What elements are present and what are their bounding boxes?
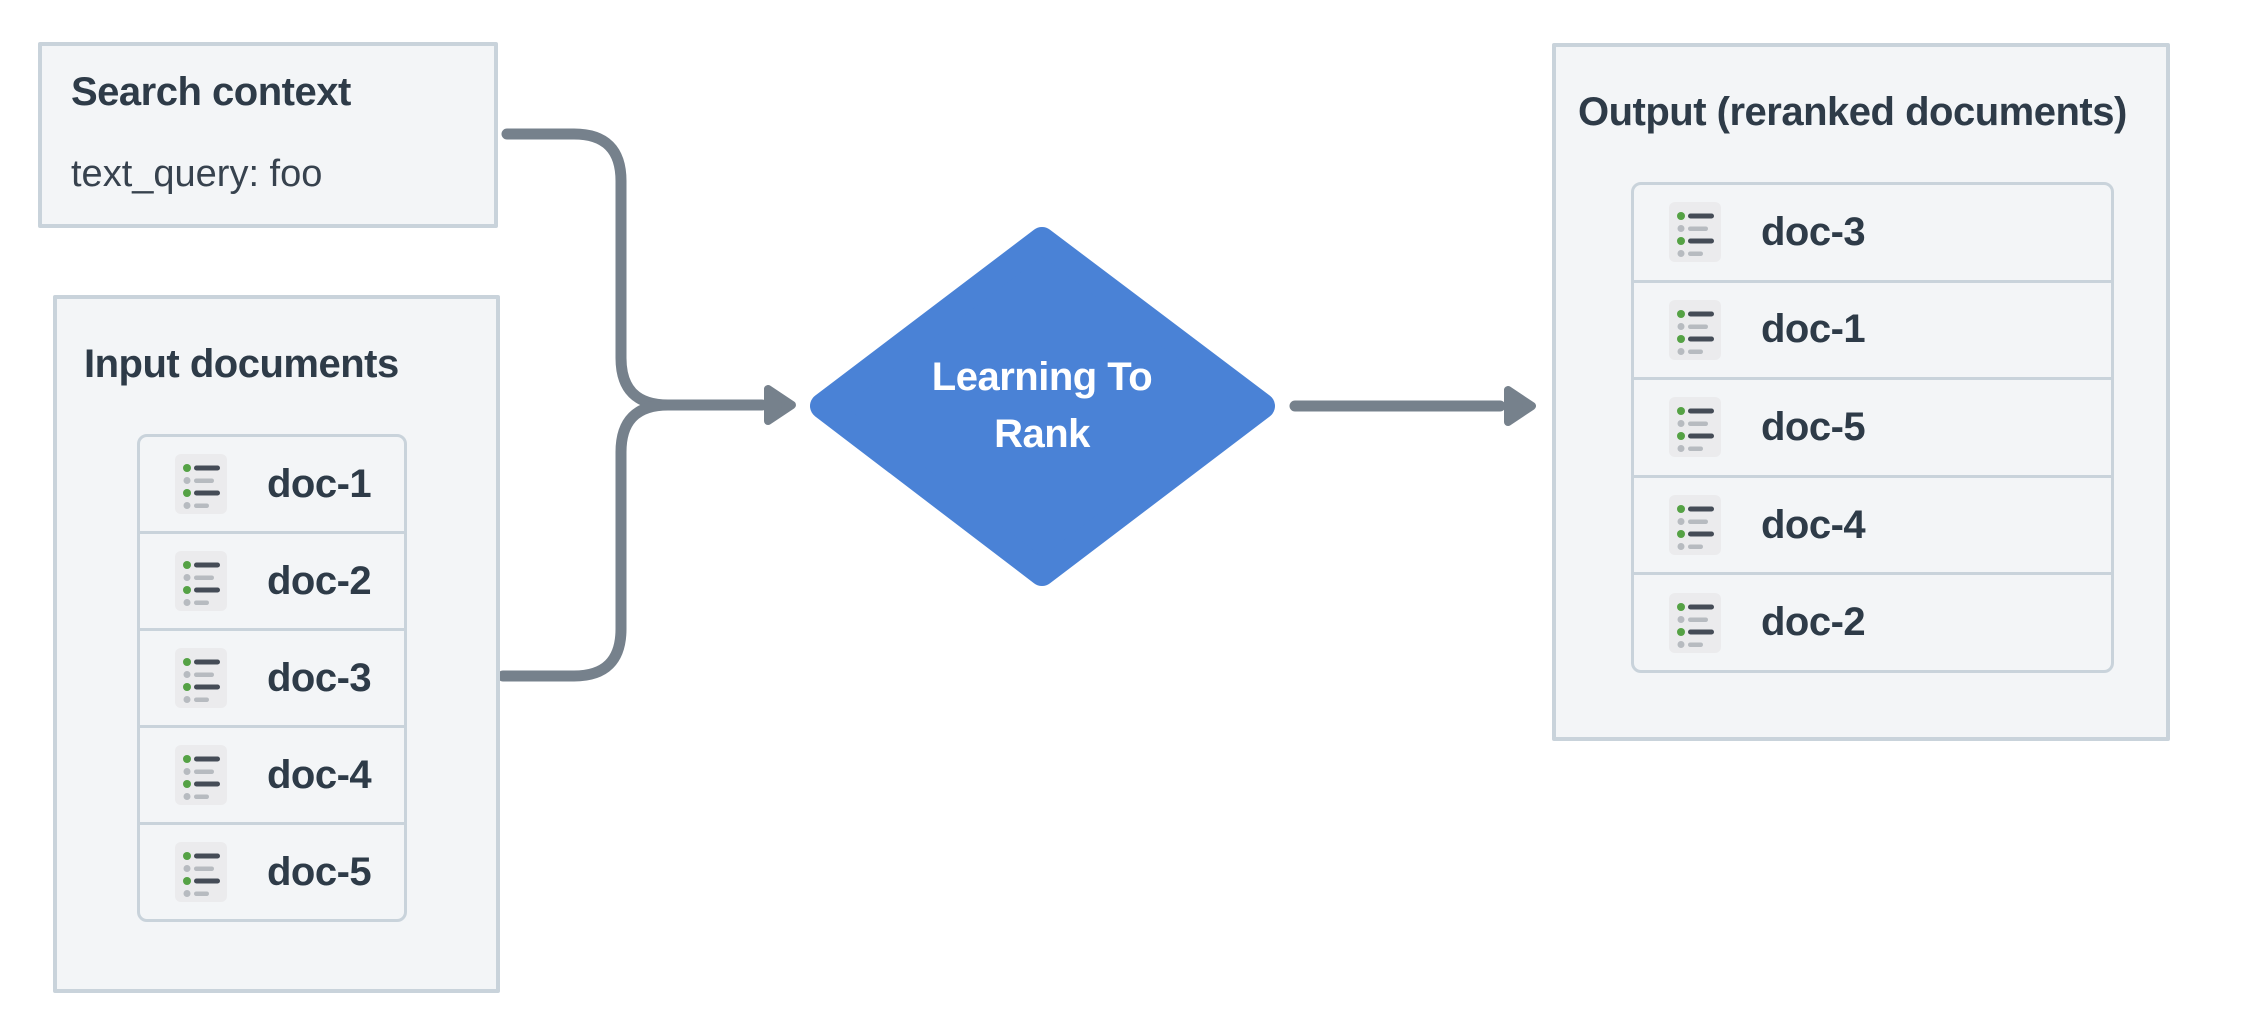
doc-list-icon <box>1669 593 1721 653</box>
doc-list-item: doc-1 <box>140 437 404 534</box>
doc-list-icon <box>175 551 227 611</box>
doc-list-icon <box>1669 495 1721 555</box>
ltr-diamond-label-line1: Learning To <box>931 355 1153 399</box>
arrow-to-output-head-icon <box>1504 386 1536 426</box>
input-documents-title: Input documents <box>84 342 399 386</box>
arrow-to-ltr-head-icon <box>764 385 796 425</box>
doc-label: doc-2 <box>267 558 372 603</box>
doc-list-item: doc-3 <box>1634 185 2111 283</box>
input-documents-panel: Input documents doc-1 doc-2 doc-3 doc-4 … <box>53 295 500 993</box>
doc-list-icon <box>175 842 227 902</box>
doc-list-item: doc-2 <box>1634 575 2111 670</box>
doc-label: doc-2 <box>1761 600 1866 645</box>
connector-search-context-branch <box>501 128 674 411</box>
doc-label: doc-5 <box>267 849 372 894</box>
output-documents-list: doc-3 doc-1 doc-5 doc-4 doc-2 <box>1631 182 2114 673</box>
search-context-title: Search context <box>71 70 351 114</box>
search-context-panel: Search context text_query: foo <box>38 42 498 228</box>
output-documents-panel: Output (reranked documents) doc-3 doc-1 … <box>1552 43 2170 741</box>
doc-list-item: doc-2 <box>140 534 404 631</box>
doc-list-icon <box>1669 202 1721 262</box>
doc-list-icon <box>175 454 227 514</box>
doc-list-icon <box>1669 397 1721 457</box>
connector-input-documents-branch <box>497 399 674 682</box>
doc-list-item: doc-1 <box>1634 283 2111 381</box>
ltr-diamond-label-line2: Rank <box>994 412 1090 456</box>
doc-list-item: doc-3 <box>140 631 404 728</box>
doc-list-icon <box>175 648 227 708</box>
doc-list-item: doc-5 <box>1634 380 2111 478</box>
output-documents-title: Output (reranked documents) <box>1578 90 2127 134</box>
search-context-query-text: text_query: foo <box>71 153 323 195</box>
doc-list-icon <box>175 745 227 805</box>
input-documents-list: doc-1 doc-2 doc-3 doc-4 doc-5 <box>137 434 407 922</box>
doc-label: doc-4 <box>267 752 372 797</box>
ltr-diamond-label: Learning To Rank <box>892 349 1192 463</box>
doc-list-item: doc-4 <box>140 728 404 825</box>
doc-label: doc-4 <box>1761 502 1866 547</box>
doc-label: doc-3 <box>1761 209 1866 254</box>
doc-label: doc-1 <box>267 461 372 506</box>
doc-list-icon <box>1669 300 1721 360</box>
doc-list-item: doc-4 <box>1634 478 2111 576</box>
doc-label: doc-1 <box>1761 307 1866 352</box>
doc-label: doc-5 <box>1761 404 1866 449</box>
doc-list-item: doc-5 <box>140 825 404 919</box>
doc-label: doc-3 <box>267 655 372 700</box>
